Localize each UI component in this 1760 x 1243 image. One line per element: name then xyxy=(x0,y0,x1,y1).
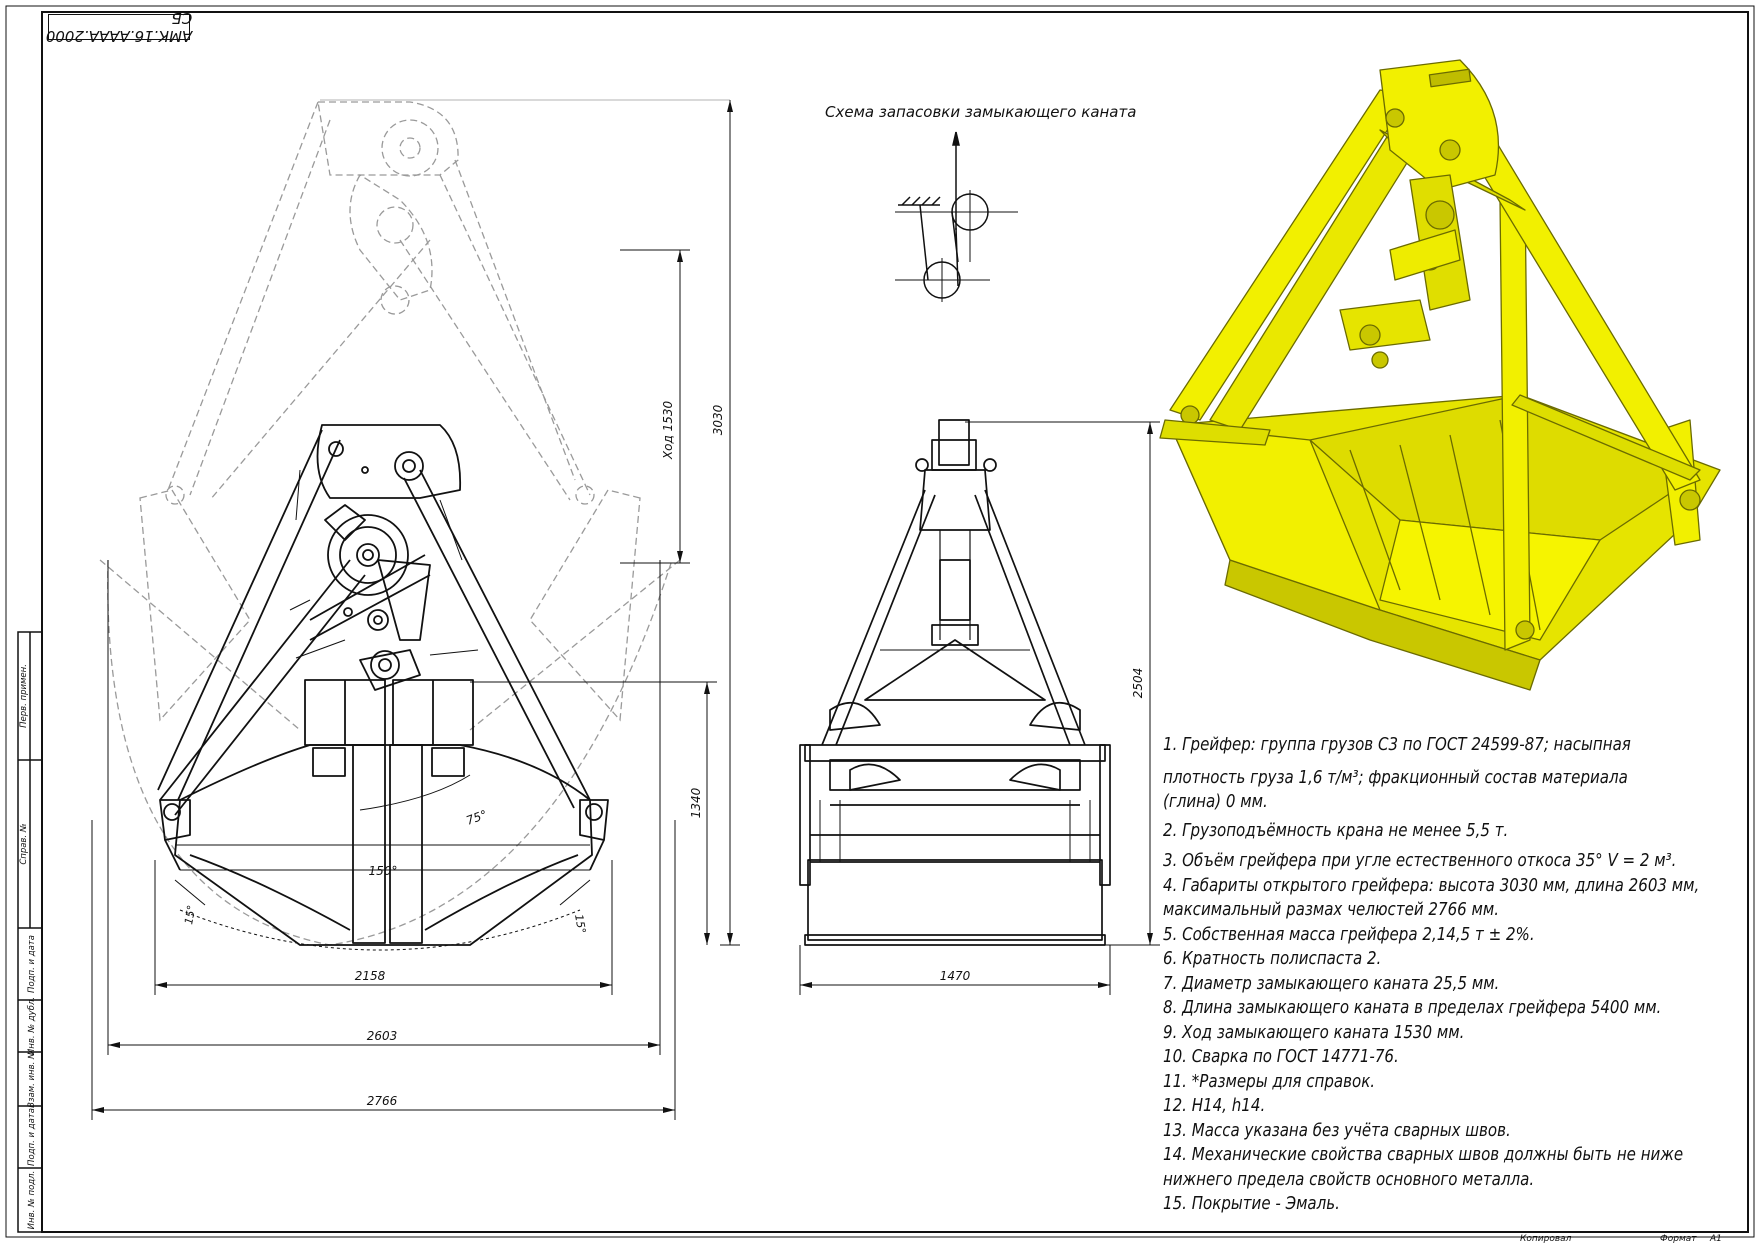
schema-title: Схема запасовки замыкающего каната xyxy=(825,103,1136,121)
technical-notes: 1. Грейфер: группа грузов С3 по ГОСТ 245… xyxy=(1163,733,1748,1217)
stamp-sprav: Справ. № xyxy=(19,823,29,865)
note-line: 14. Механические свойства сварных швов д… xyxy=(1163,1145,1684,1165)
note-line: 9. Ход замыкающего каната 1530 мм. xyxy=(1163,1022,1465,1043)
stamp-inv-dubl: Инв. № дубл. xyxy=(27,997,37,1055)
note-line: 5. Собственная масса грейфера 2,14,5 т ±… xyxy=(1163,924,1535,945)
drawing-code-stamp: АМК.16.АААА.2000 СБ xyxy=(45,9,193,45)
angle-15-left-label: 15° xyxy=(182,904,198,925)
front-view-closed xyxy=(157,424,609,946)
dim-1470-label: 1470 xyxy=(940,969,971,983)
dim-stroke-label: Ход 1530 xyxy=(661,401,675,461)
stamp-kopiroval: Копировал xyxy=(1520,1234,1572,1243)
side-view-arrowheads xyxy=(800,422,1153,988)
angle-75-label: 75° xyxy=(464,807,489,827)
note-line: 2. Грузоподъёмность крана не менее 5,5 т… xyxy=(1163,820,1509,841)
note-line: 4. Габариты открытого грейфера: высота 3… xyxy=(1163,875,1700,896)
reeving-schema xyxy=(895,131,1018,302)
note-line: 15. Покрытие - Эмаль. xyxy=(1163,1194,1340,1214)
note-line: 13. Масса указана без учёта сварных швов… xyxy=(1163,1120,1511,1141)
note-line: 3. Объём грейфера при угле естественного… xyxy=(1163,851,1677,871)
stamp-format-value: A1 xyxy=(1709,1234,1722,1243)
note-line: (глина) 0 мм. xyxy=(1163,792,1268,812)
angle-15-right-label: 15° xyxy=(572,913,588,934)
stamp-vzam-inv: Взам. инв. № xyxy=(27,1050,37,1108)
side-view xyxy=(799,419,1111,946)
stamp-inv-podl: Инв. № подл. xyxy=(27,1171,37,1230)
dim-2158-label: 2158 xyxy=(355,969,386,983)
note-line: 1. Грейфер: группа грузов С3 по ГОСТ 245… xyxy=(1163,735,1631,755)
stamp-perv-primen: Перв. примен. xyxy=(19,664,29,728)
side-stamp-grid xyxy=(17,631,43,1233)
stamp-format: Формат xyxy=(1660,1234,1697,1243)
stamp-podp-data-1: Подп. и дата xyxy=(27,935,37,993)
front-view-phantom-open xyxy=(99,99,730,946)
inner-frame xyxy=(41,11,1749,1233)
side-view-dimensions xyxy=(799,421,1160,995)
front-view-dimensions xyxy=(91,100,740,1120)
note-line: максимальный размах челюстей 2766 мм. xyxy=(1163,900,1500,920)
note-line: плотность груза 1,6 т/м³; фракционный со… xyxy=(1163,767,1628,788)
note-line: 7. Диаметр замыкающего каната 25,5 мм. xyxy=(1163,973,1500,994)
note-line: 12. H14, h14. xyxy=(1163,1096,1266,1116)
dim-2603-label: 2603 xyxy=(367,1029,398,1043)
outer-frame xyxy=(5,5,1755,1238)
note-line: нижнего предела свойств основного металл… xyxy=(1163,1169,1535,1190)
dim-2504-label: 2504 xyxy=(1131,668,1145,699)
front-view-arrowheads xyxy=(92,100,733,1113)
grab-3d-model xyxy=(1159,59,1721,691)
dim-3030-label: 3030 xyxy=(711,404,725,435)
note-line: 8. Длина замыкающего каната в пределах г… xyxy=(1163,998,1662,1018)
note-line: 10. Сварка по ГОСТ 14771-76. xyxy=(1163,1047,1399,1067)
stamp-podp-data-2: Подп. и дата xyxy=(27,1108,37,1166)
angle-150-label: 150° xyxy=(369,864,398,878)
note-line: 6. Кратность полиспаста 2. xyxy=(1163,949,1382,969)
dim-2766-label: 2766 xyxy=(367,1094,398,1108)
dim-1340-label: 1340 xyxy=(689,787,703,818)
note-line: 11. *Размеры для справок. xyxy=(1163,1071,1376,1092)
